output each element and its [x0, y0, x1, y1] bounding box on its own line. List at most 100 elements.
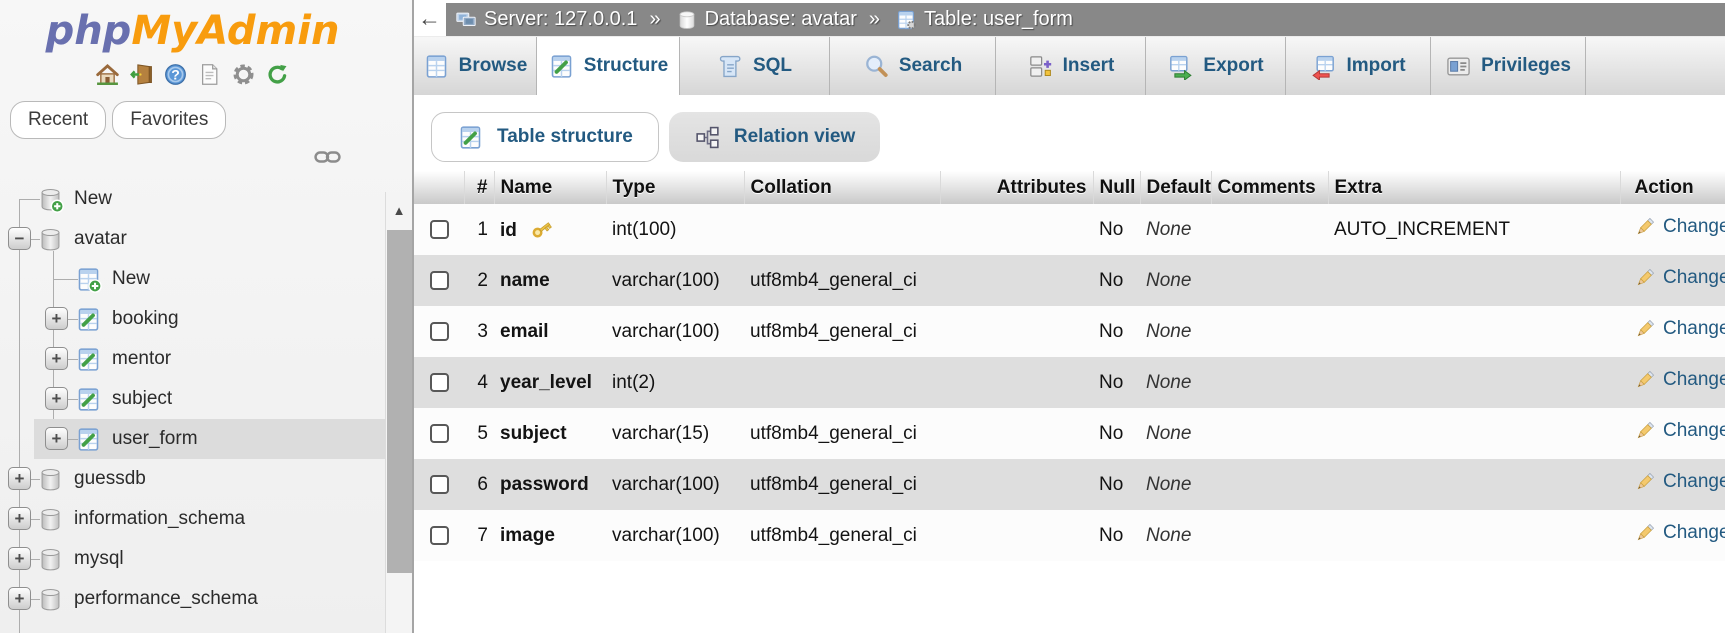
tab-structure[interactable]: Structure	[537, 37, 680, 95]
breadcrumb-table[interactable]: Table: user_form	[895, 8, 1073, 31]
row-checkbox[interactable]	[429, 321, 449, 341]
tree-item-label: user_form	[112, 428, 198, 449]
expander-toggle[interactable]: +	[8, 467, 31, 490]
scrollbar-track[interactable]: ▲	[385, 192, 412, 633]
pencil-icon	[1634, 471, 1656, 493]
cell-attributes	[940, 357, 1093, 408]
tab-import[interactable]: Import	[1286, 37, 1431, 95]
row-checkbox[interactable]	[429, 474, 449, 494]
change-link-label: Change	[1663, 470, 1725, 492]
table-icon	[457, 124, 484, 151]
tree-item-mentor[interactable]: + mentor	[0, 339, 385, 379]
header-collation: Collation	[744, 171, 941, 204]
tabs-filler	[1586, 37, 1725, 95]
sidebar-quick-actions	[0, 62, 385, 87]
expander-toggle[interactable]: −	[8, 227, 31, 250]
server-icon	[455, 9, 477, 31]
tab-privileges[interactable]: Privileges	[1431, 37, 1586, 95]
db-icon	[37, 506, 64, 533]
row-checkbox[interactable]	[429, 372, 449, 392]
change-link[interactable]: Change	[1634, 369, 1725, 391]
header-action: Action	[1620, 171, 1725, 204]
tree-item-new-database[interactable]: New	[0, 179, 385, 219]
scrollbar-up-arrow[interactable]: ▲	[392, 202, 406, 218]
row-checkbox[interactable]	[429, 423, 449, 443]
home-icon[interactable]	[95, 62, 120, 87]
table-icon	[75, 426, 102, 453]
logout-icon[interactable]	[129, 62, 154, 87]
expander-toggle[interactable]: +	[8, 507, 31, 530]
relation-view-button[interactable]: Relation view	[668, 112, 881, 162]
change-link[interactable]: Change	[1634, 522, 1725, 544]
docs-icon[interactable]	[197, 62, 222, 87]
change-link[interactable]: Change	[1634, 471, 1725, 493]
breadcrumb-server[interactable]: Server: 127.0.0.1 »	[455, 8, 666, 31]
cell-column-name: email	[500, 320, 549, 342]
breadcrumb-label: Server: 127.0.0.1	[484, 8, 638, 30]
phpmyadmin-logo[interactable]: phpMyAdmin	[0, 0, 385, 54]
link-row	[0, 148, 385, 167]
table-icon	[548, 53, 575, 80]
tree-item-mysql[interactable]: + mysql	[0, 539, 385, 579]
id: 1 id int(100) No None AUTO_INCREMENT	[414, 204, 1725, 255]
tree-item-information_schema[interactable]: + information_schema	[0, 499, 385, 539]
tree-item-new-table[interactable]: New	[0, 259, 385, 299]
refresh-icon[interactable]	[265, 62, 290, 87]
tree-item-user_form[interactable]: + user_form	[0, 419, 385, 459]
tab-label: Export	[1203, 55, 1264, 76]
favorites-tab[interactable]: Favorites	[112, 101, 227, 139]
cell-extra	[1328, 459, 1620, 510]
tab-label: Privileges	[1481, 55, 1571, 76]
tree-item-booking[interactable]: + booking	[0, 299, 385, 339]
cell-extra: AUTO_INCREMENT	[1334, 218, 1510, 240]
tree-item-avatar[interactable]: − avatar	[0, 219, 385, 259]
image: 7 image varchar(100) utf8mb4_general_ci …	[414, 510, 1725, 561]
tab-export[interactable]: Export	[1146, 37, 1286, 95]
gear-icon[interactable]	[231, 62, 256, 87]
tree-item-subject[interactable]: + subject	[0, 379, 385, 419]
columns-table: # Name Type Collation Attributes Null De…	[414, 171, 1725, 561]
recent-tab[interactable]: Recent	[10, 101, 107, 139]
db-new-icon	[37, 186, 64, 213]
change-link[interactable]: Change	[1634, 318, 1725, 340]
row-checkbox[interactable]	[429, 219, 449, 239]
cell-default: None	[1146, 218, 1192, 240]
cell-comments	[1211, 306, 1328, 357]
link-with-main-panel-icon[interactable]	[314, 148, 341, 166]
cell-number: 4	[477, 371, 488, 393]
tab-browse[interactable]: Browse	[414, 37, 537, 95]
page-tabs: Browse Structure SQL Search Insert Expor…	[414, 36, 1725, 95]
expander-toggle[interactable]: +	[45, 427, 68, 450]
change-link[interactable]: Change	[1634, 420, 1725, 442]
expander-toggle[interactable]: +	[45, 347, 68, 370]
tab-label: SQL	[752, 55, 793, 76]
name: 2 name varchar(100) utf8mb4_general_ci N…	[414, 255, 1725, 306]
expander-toggle[interactable]: +	[8, 547, 31, 570]
breadcrumb-database[interactable]: Database: avatar »	[676, 8, 885, 31]
row-checkbox[interactable]	[429, 270, 449, 290]
tab-sql[interactable]: SQL	[680, 37, 830, 95]
table-structure-button[interactable]: Table structure	[431, 112, 659, 162]
change-link[interactable]: Change	[1634, 216, 1725, 238]
collapse-sidebar-button[interactable]: ←	[418, 4, 441, 31]
cell-number: 7	[477, 524, 488, 546]
tree-item-guessdb[interactable]: + guessdb	[0, 459, 385, 499]
subject: 5 subject varchar(15) utf8mb4_general_ci…	[414, 408, 1725, 459]
tab-insert[interactable]: Insert	[996, 37, 1146, 95]
tree-item-label: New	[112, 268, 151, 289]
tab-search[interactable]: Search	[830, 37, 996, 95]
table-new-icon	[75, 266, 102, 293]
expander-toggle[interactable]: +	[45, 387, 68, 410]
header-null: Null	[1093, 171, 1141, 204]
help-icon[interactable]	[163, 62, 188, 87]
cell-number: 3	[477, 320, 488, 342]
tree-item-performance_schema[interactable]: + performance_schema	[0, 579, 385, 619]
browse-icon	[423, 53, 450, 80]
expander-toggle[interactable]: +	[8, 587, 31, 610]
scrollbar-thumb[interactable]	[387, 230, 412, 573]
tree-connector-line	[53, 251, 54, 439]
expander-toggle[interactable]: +	[45, 307, 68, 330]
row-checkbox[interactable]	[429, 525, 449, 545]
change-link[interactable]: Change	[1634, 267, 1725, 289]
